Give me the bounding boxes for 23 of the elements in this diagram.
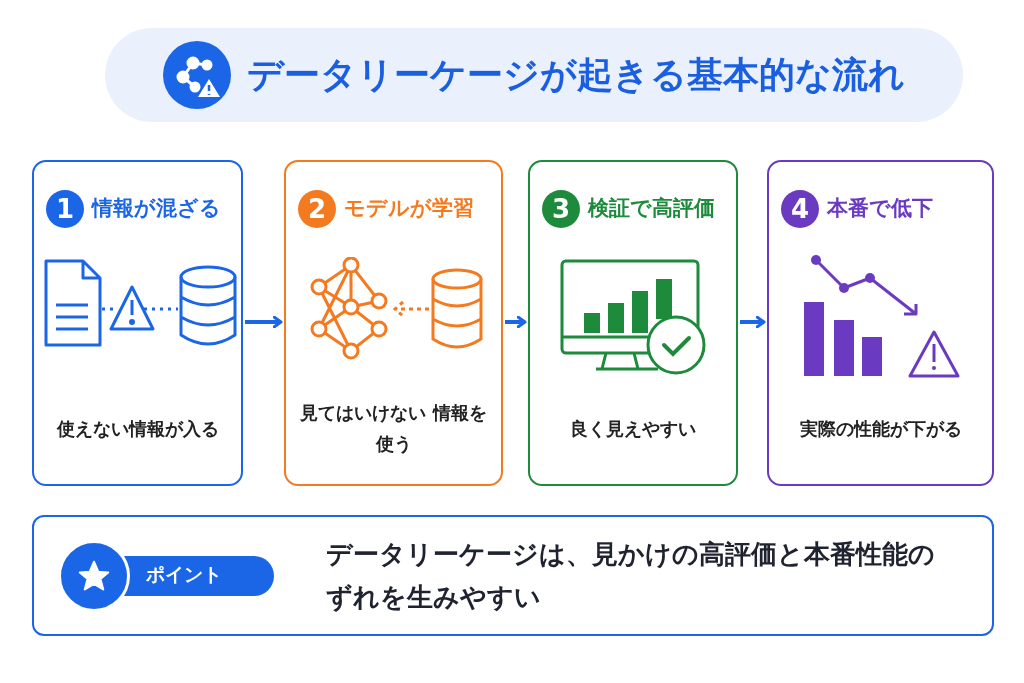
- step-description: 使えない情報が入る: [56, 416, 219, 441]
- step-heading: 検証で高評価: [588, 195, 715, 223]
- arrow: [245, 315, 283, 329]
- arrow: [505, 315, 527, 329]
- step-card: [284, 160, 503, 486]
- step-heading: モデルが学習: [344, 195, 474, 223]
- step-number-badge: 2: [298, 190, 336, 228]
- step-card: [32, 160, 243, 486]
- step-card: [528, 160, 738, 486]
- key-point-panel: [32, 515, 994, 636]
- diagram-title: データリーケージが起きる基本的な流れ: [247, 53, 905, 97]
- step-description: 見てはいけない 情報を使う: [299, 401, 488, 456]
- step-heading: 情報が混ざる: [92, 195, 221, 223]
- step-description: 良く見えやすい: [570, 416, 696, 441]
- step-card: [767, 160, 994, 486]
- step-number-badge: 3: [542, 190, 580, 228]
- step-number-badge: 1: [46, 190, 84, 228]
- key-point-text: データリーケージは、見かけの高評価と本番性能のずれを生みやすい: [326, 537, 936, 614]
- step-heading: 本番で低下: [827, 195, 933, 223]
- step-description: 実際の性能が下がる: [799, 416, 962, 441]
- arrow: [740, 315, 766, 329]
- step-number-badge: 4: [781, 190, 819, 228]
- point-badge: ポイント: [58, 539, 276, 612]
